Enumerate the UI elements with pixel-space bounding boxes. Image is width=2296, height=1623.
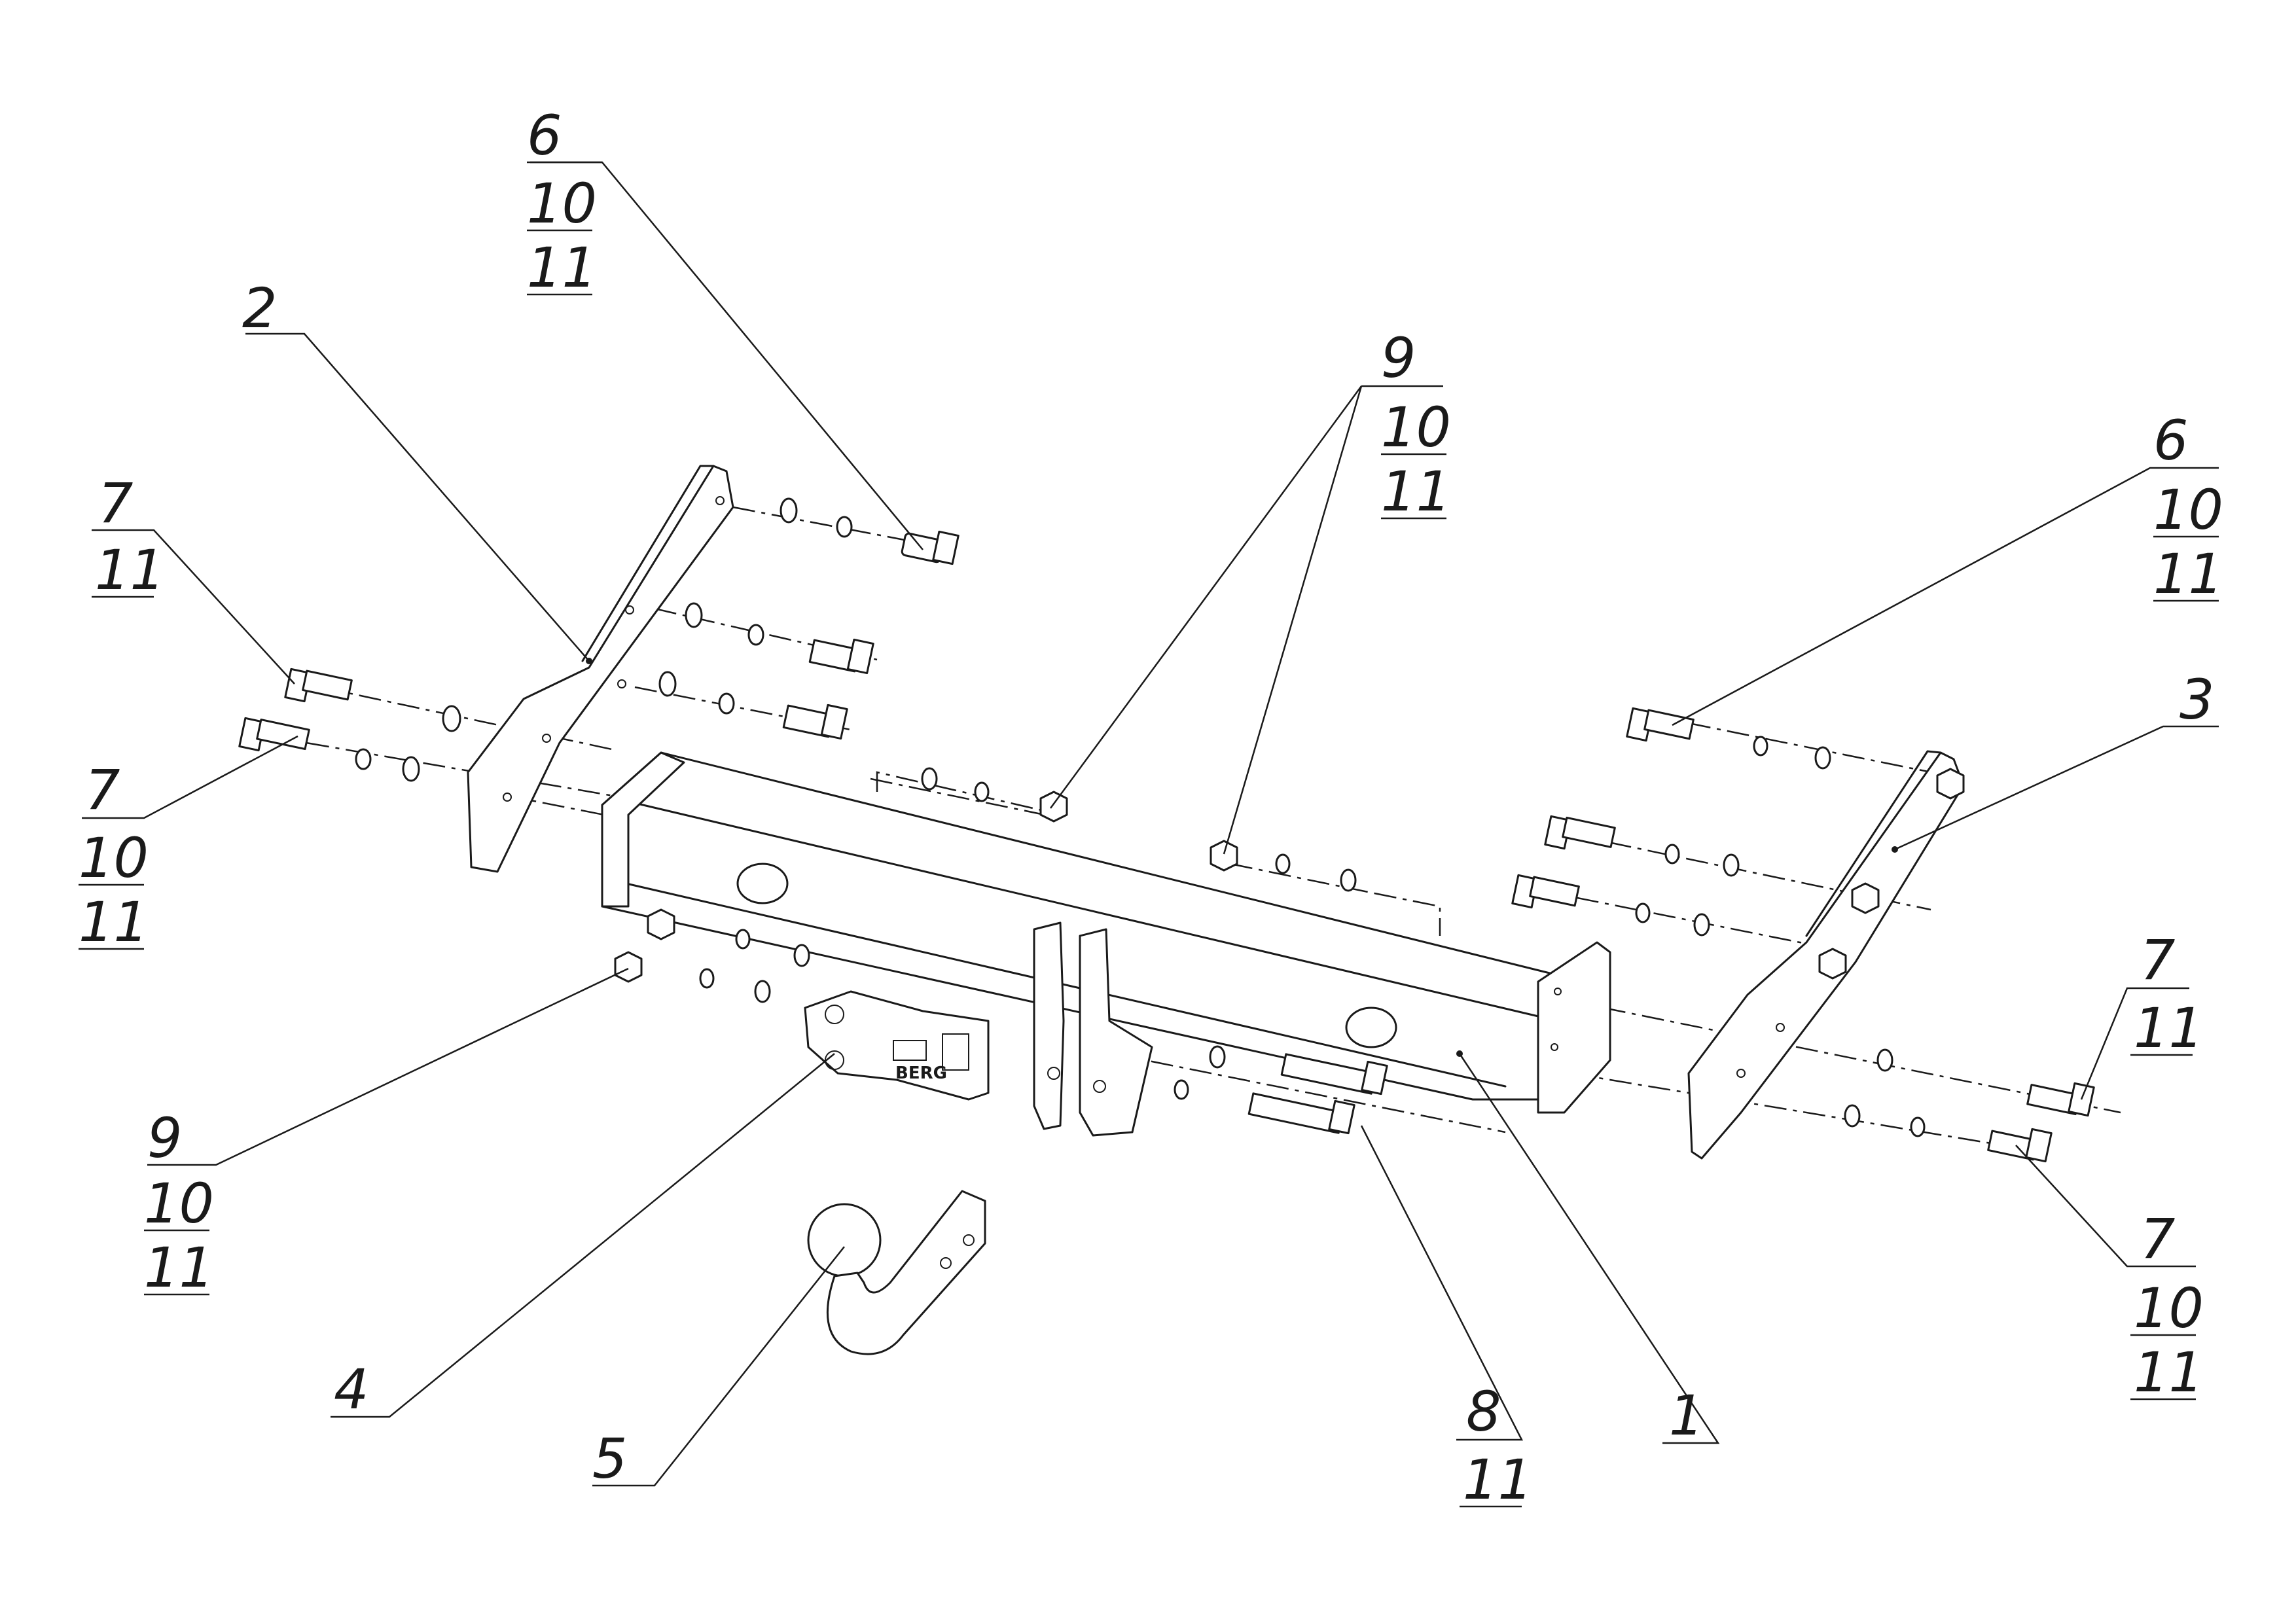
callout-text: 11	[2153, 542, 2223, 606]
socket-holder-bracket: BERG	[804, 990, 990, 1101]
callout-7-left-top: 7 11	[92, 471, 165, 602]
callout-text: 1	[1669, 1383, 1704, 1448]
callout-text: 11	[1463, 1448, 1533, 1512]
callout-text: 7	[98, 471, 133, 535]
callout-text: 7	[85, 758, 120, 822]
callout-7-right-top: 7 11	[2130, 928, 2204, 1060]
callout-text: 11	[79, 890, 149, 954]
callout-text: 11	[2134, 1340, 2204, 1404]
left-mounting-plate	[467, 465, 734, 873]
callout-4: 4	[334, 1357, 368, 1421]
fasteners	[238, 497, 2095, 1163]
callout-3: 3	[2179, 668, 2214, 732]
callout-7-left-bot: 7 10 11	[79, 758, 149, 954]
callout-9-top: 9 10 11	[1381, 326, 1451, 524]
callout-text: 10	[2153, 478, 2223, 542]
assembly-axis-lines	[268, 506, 2121, 1153]
cross-beam	[601, 751, 1611, 1137]
callout-text: 11	[144, 1236, 214, 1300]
callout-text: 11	[1381, 459, 1451, 524]
callout-text: 10	[79, 826, 149, 890]
callout-labels: 6 10 11 2 9 10 11 6 10 11 7 11	[79, 103, 2223, 1512]
callout-text: 5	[592, 1427, 627, 1491]
callout-2: 2	[242, 276, 277, 340]
callout-text: 3	[2179, 668, 2214, 732]
tow-ball	[807, 1190, 986, 1355]
callout-text: 10	[144, 1171, 214, 1236]
callout-text: 11	[2134, 996, 2204, 1060]
callout-text: 6	[527, 103, 562, 168]
callout-text: 7	[2140, 928, 2175, 992]
callout-6-top: 6 10 11	[527, 103, 602, 300]
callout-text: 11	[95, 538, 165, 602]
callout-5: 5	[592, 1427, 627, 1491]
callout-text: 8	[1466, 1380, 1501, 1444]
callout-8: 8 11	[1460, 1380, 1533, 1512]
callout-text: 9	[1381, 326, 1416, 390]
callout-6-right: 6 10 11	[2153, 408, 2223, 606]
callout-9-left: 9 10 11	[144, 1106, 214, 1300]
callout-7-right-bot: 7 10 11	[2130, 1207, 2204, 1404]
callout-text: 10	[527, 171, 597, 236]
callout-text: 11	[527, 236, 597, 300]
callout-text: 6	[2153, 408, 2188, 473]
callout-text: 10	[1381, 395, 1451, 459]
callout-text: 7	[2140, 1207, 2175, 1271]
callout-1: 1	[1669, 1383, 1704, 1448]
callout-text: 10	[2134, 1276, 2204, 1340]
brand-logo-text: BERG	[895, 1063, 947, 1083]
callout-text: 4	[334, 1357, 368, 1421]
callout-text: 9	[147, 1106, 182, 1170]
callout-text: 2	[242, 276, 277, 340]
